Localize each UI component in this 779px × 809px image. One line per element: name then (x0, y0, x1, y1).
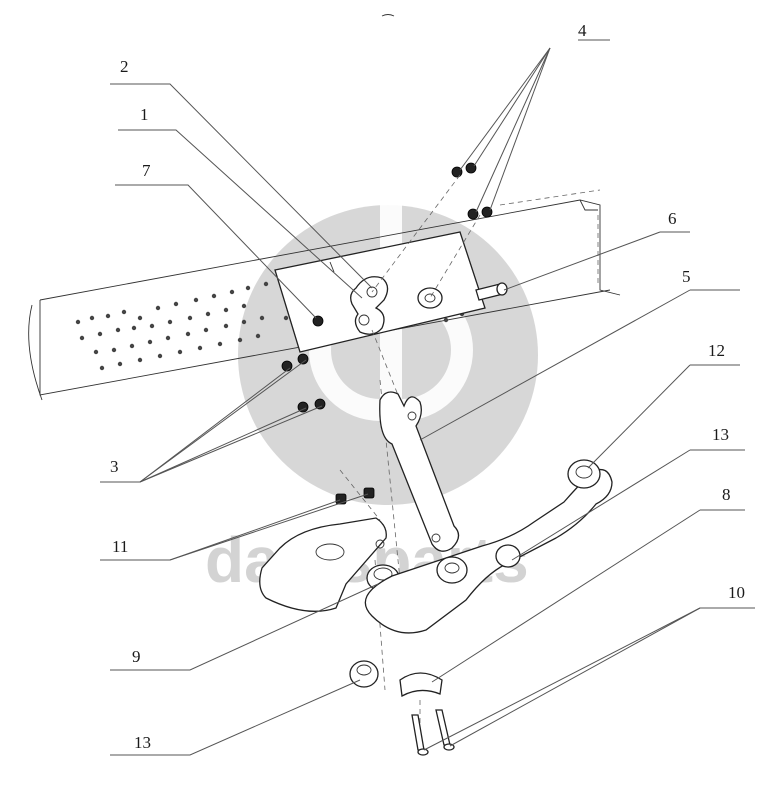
rail-hole (79, 335, 85, 341)
rail-hole (263, 281, 269, 287)
callout-13-lower: 13 (134, 733, 151, 752)
rail-hole (197, 345, 203, 351)
clamp-8 (399, 672, 443, 698)
rail-hole (111, 347, 117, 353)
rail-hole (165, 335, 171, 341)
bracket-2 (350, 276, 389, 335)
rail-hole (223, 323, 229, 329)
nuts-4 (451, 162, 493, 220)
rail-hole (211, 293, 217, 299)
rail-hole (117, 361, 123, 367)
link-rod-5 (379, 391, 460, 552)
callout-13-upper: 13 (712, 425, 729, 444)
rail-hole (173, 301, 179, 307)
rail-hole (115, 327, 121, 333)
rail-hole (97, 331, 103, 337)
rail-hole (157, 353, 163, 359)
callout-8: 8 (722, 485, 731, 504)
nut-7 (312, 315, 324, 327)
rail-hole (217, 341, 223, 347)
bolts-10 (411, 709, 455, 756)
callout-11: 11 (112, 537, 128, 556)
callout-5: 5 (682, 267, 691, 286)
pin-6 (475, 282, 508, 301)
rail-hole (229, 289, 235, 295)
stabilizer-arm-12 (364, 459, 613, 634)
bushing-plate (417, 287, 443, 309)
bushing-13-lower (349, 660, 379, 688)
rail-hole (149, 323, 155, 329)
rail-hole (129, 343, 135, 349)
rail-hole (147, 339, 153, 345)
callout-2: 2 (120, 57, 129, 76)
rail-hole (241, 319, 247, 325)
bracket-11 (259, 487, 387, 612)
rail-hole (255, 333, 261, 339)
rail-hole (167, 319, 173, 325)
rail-hole (89, 315, 95, 321)
rail-hole (241, 303, 247, 309)
rail-hole (105, 313, 111, 319)
rail-hole (137, 315, 143, 321)
callout-4: 4 (578, 21, 587, 40)
rail-hole (245, 285, 251, 291)
rail-hole (185, 331, 191, 337)
rail-hole (75, 319, 81, 325)
rail-hole (283, 315, 289, 321)
callout-12: 12 (708, 341, 725, 360)
rail-hole (155, 305, 161, 311)
rail-hole (259, 315, 265, 321)
rail-hole (237, 337, 243, 343)
frame-rail (28, 189, 621, 401)
top-mark (381, 14, 395, 17)
callout-10: 10 (728, 583, 745, 602)
callout-1: 1 (140, 105, 149, 124)
rail-hole (99, 365, 105, 371)
rail-hole (223, 307, 229, 313)
rail-hole (187, 315, 193, 321)
rail-hole (93, 349, 99, 355)
leader-lines (100, 39, 755, 756)
callout-7: 7 (142, 161, 151, 180)
nuts-3 (281, 353, 326, 413)
callout-3: 3 (110, 457, 119, 476)
rail-hole (203, 327, 209, 333)
rail-hole (121, 309, 127, 315)
callout-6: 6 (668, 209, 677, 228)
rail-hole (137, 357, 143, 363)
callout-9: 9 (132, 647, 141, 666)
rail-hole (205, 311, 211, 317)
rail-hole (443, 317, 449, 323)
rail-hole (131, 325, 137, 331)
rail-hole (193, 297, 199, 303)
rail-hole (177, 349, 183, 355)
